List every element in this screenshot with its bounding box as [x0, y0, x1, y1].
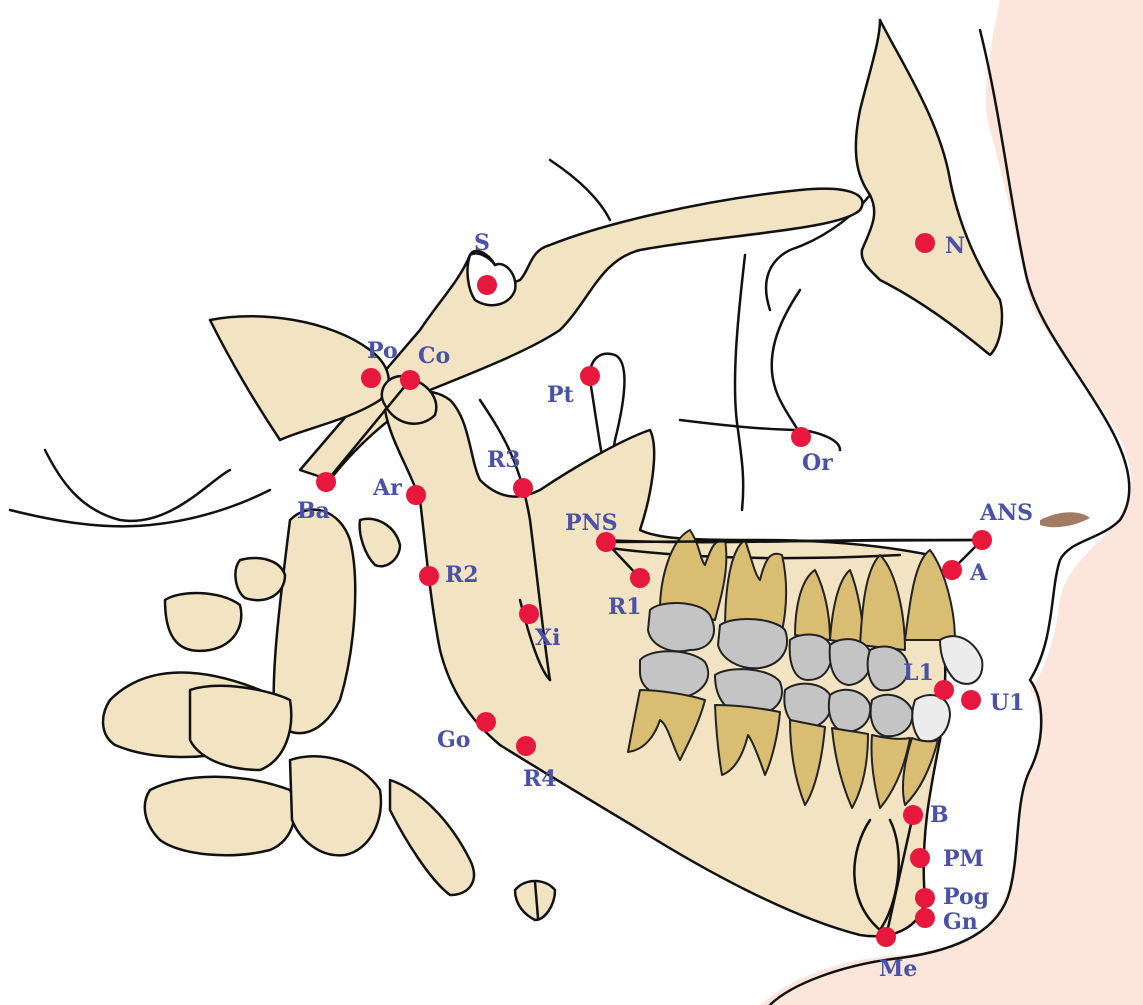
landmark-point-s: [477, 275, 497, 295]
landmark-point-a: [942, 560, 962, 580]
crown-1: [648, 603, 714, 651]
landmark-point-ba: [316, 472, 336, 492]
landmark-label-po: Po: [367, 338, 398, 364]
landmark-label-n: N: [945, 233, 965, 259]
vertebra-c2-a: [165, 593, 241, 651]
landmark-label-pog: Pog: [943, 884, 989, 910]
landmark-label-pns: PNS: [565, 510, 618, 536]
crown-3: [790, 635, 832, 680]
frontal-nasal-bone: [856, 20, 1002, 355]
landmark-label-go: Go: [437, 727, 470, 753]
landmark-label-b: B: [930, 802, 949, 828]
landmark-label-r3: R3: [487, 447, 521, 473]
landmark-point-r3: [513, 478, 533, 498]
landmark-point-gn: [915, 908, 935, 928]
landmark-gn: Gn: [915, 908, 978, 935]
landmark-label-s: S: [474, 230, 490, 256]
vertebra-c4-b: [290, 756, 381, 855]
landmark-point-ans: [972, 530, 992, 550]
landmark-label-ar: Ar: [372, 475, 402, 501]
landmark-label-r4: R4: [523, 766, 557, 792]
crown-4: [830, 639, 871, 685]
vertebra-c2-b: [235, 558, 285, 600]
landmark-ans: ANS: [972, 500, 1033, 550]
landmark-point-or: [791, 427, 811, 447]
landmark-u1: U1: [961, 690, 1025, 716]
landmark-point-b: [903, 805, 923, 825]
landmark-point-xi: [519, 604, 539, 624]
landmark-pog: Pog: [915, 884, 989, 910]
landmark-point-ar: [406, 485, 426, 505]
vertebra-c3-b: [190, 686, 291, 770]
landmark-label-pm: PM: [943, 846, 984, 872]
landmark-point-pm: [910, 848, 930, 868]
landmark-or: Or: [791, 427, 833, 476]
landmark-point-me: [876, 927, 896, 947]
landmark-label-or: Or: [802, 450, 833, 476]
nostril: [1040, 512, 1090, 527]
landmark-label-r1: R1: [608, 594, 642, 620]
landmark-point-go: [476, 712, 496, 732]
landmark-point-r2: [419, 566, 439, 586]
landmark-label-r2: R2: [445, 562, 479, 588]
crown-9: [829, 690, 870, 732]
skull-curve-top: [550, 160, 610, 220]
styloid: [360, 519, 400, 567]
landmark-label-xi: Xi: [535, 625, 560, 651]
landmark-point-n: [915, 233, 935, 253]
landmark-point-po: [361, 368, 381, 388]
landmark-point-u1: [961, 690, 981, 710]
landmark-point-r4: [516, 736, 536, 756]
skull-curve-back: [45, 450, 230, 521]
landmark-label-l1: L1: [903, 660, 934, 686]
landmark-label-co: Co: [418, 343, 450, 369]
landmark-point-pt: [580, 366, 600, 386]
landmark-a: A: [942, 560, 988, 586]
landmark-point-r1: [630, 568, 650, 588]
orbit-curve: [772, 290, 800, 437]
vertebra-c5: [390, 780, 474, 895]
landmark-point-pog: [915, 888, 935, 908]
landmark-point-co: [400, 370, 420, 390]
landmark-label-u1: U1: [990, 690, 1025, 716]
landmark-point-l1: [934, 680, 954, 700]
landmark-label-gn: Gn: [943, 909, 978, 935]
landmark-label-ba: Ba: [297, 498, 330, 524]
lower-incisor-crown: [912, 695, 950, 741]
vertebra-c4: [145, 777, 295, 855]
landmark-label-ans: ANS: [979, 500, 1033, 526]
landmark-label-pt: Pt: [547, 382, 575, 408]
crown-2: [718, 619, 787, 668]
pterygoid-line: [735, 255, 745, 510]
orbit-floor: [680, 420, 840, 450]
landmark-label-me: Me: [879, 956, 917, 982]
landmark-label-a: A: [969, 560, 988, 586]
crown-10: [871, 695, 913, 736]
